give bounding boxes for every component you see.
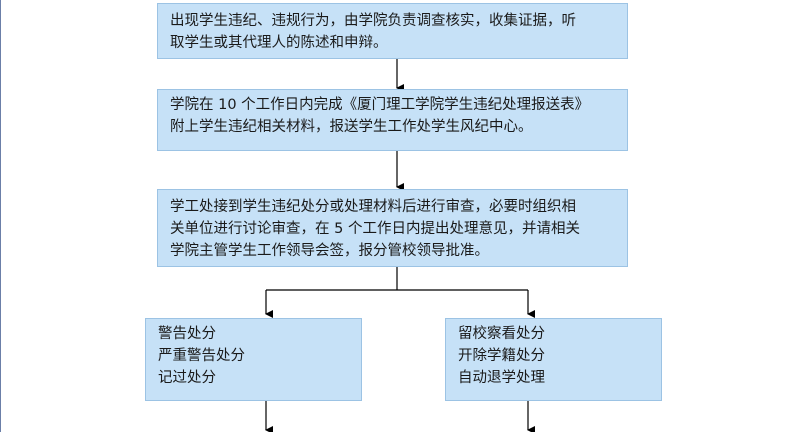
flow-box-investigation: 出现学生违纪、违规行为，由学院负责调查核实，收集证据，听 取学生或其代理人的陈述…: [157, 3, 628, 59]
flow-box-major-sanctions: 留校察看处分 开除学籍处分 自动退学处理: [445, 318, 662, 401]
page-left-border: [0, 0, 1, 432]
flow-box-minor-sanctions: 警告处分 严重警告处分 记过处分: [145, 318, 362, 401]
box-text-line: 警告处分: [158, 326, 216, 342]
box-text-line: 留校察看处分: [458, 326, 545, 342]
box-text-line: 记过处分: [158, 370, 216, 386]
box-text-line: 严重警告处分: [158, 348, 245, 364]
flow-box-review-approval: 学工处接到学生违纪处分或处理材料后进行审查，必要时组织相 关单位进行讨论审查，在…: [157, 189, 628, 267]
box-text-line: 学院主管学生工作领导会签，报分管校领导批准。: [170, 243, 489, 259]
box-text-line: 学工处接到学生违纪处分或处理材料后进行审查，必要时组织相: [170, 199, 576, 215]
flow-box-report-submission: 学院在 10 个工作日内完成《厦门理工学院学生违纪处理报送表》 附上学生违纪相关…: [157, 89, 628, 151]
box-text-line: 开除学籍处分: [458, 348, 545, 364]
box-text-line: 取学生或其代理人的陈述和申辩。: [170, 35, 388, 51]
box-text-line: 关单位进行讨论审查，在 5 个工作日内提出处理意见，并请相关: [170, 221, 580, 237]
box-text-line: 附上学生违纪相关材料，报送学生工作处学生风纪中心。: [170, 119, 533, 135]
box-text-line: 学院在 10 个工作日内完成《厦门理工学院学生违纪处理报送表》: [170, 97, 590, 113]
box-text-line: 出现学生违纪、违规行为，由学院负责调查核实，收集证据，听: [170, 13, 576, 29]
box-text-line: 自动退学处理: [458, 370, 545, 386]
